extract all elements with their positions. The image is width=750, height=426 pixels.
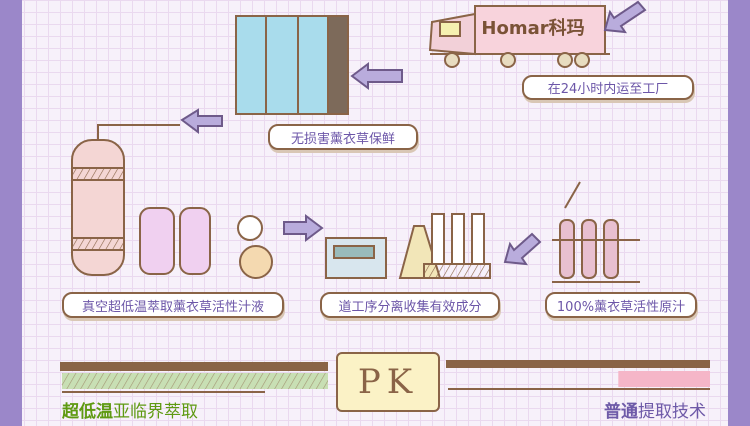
left-method-bold: 超低温 (62, 402, 113, 422)
left-method-rest: 亚临界萃取 (113, 402, 198, 422)
extraction-equipment (71, 124, 273, 279)
comparison-bars (60, 360, 710, 393)
fridge-caption: 无损害薰衣草保鲜 (268, 124, 418, 150)
pk-badge: PK (336, 352, 440, 412)
separation-equipment (325, 213, 491, 279)
right-border (728, 0, 750, 426)
step-caption-separation: 道工序分离收集有效成分 (320, 292, 500, 318)
step-caption-extraction: 真空超低温萃取薰衣草活性汁液 (62, 292, 284, 318)
right-level-bar (618, 371, 710, 387)
truck-brand: Homar科玛 (481, 18, 585, 39)
cold-storage-illustration (235, 15, 349, 115)
right-method-rest: 提取技术 (638, 402, 706, 422)
left-method-label: 超低温亚临界萃取 (62, 397, 198, 422)
truck-caption: 在24小时内运至工厂 (522, 75, 694, 100)
right-method-bold: 普通 (604, 402, 638, 422)
left-border (0, 0, 22, 426)
test-tubes-illustration (552, 181, 640, 283)
arrow-icons (180, 0, 647, 266)
truck-illustration (428, 5, 610, 68)
step-caption-juice: 100%薰衣草活性原汁 (545, 292, 697, 318)
right-method-label: 普通提取技术 (604, 397, 706, 422)
